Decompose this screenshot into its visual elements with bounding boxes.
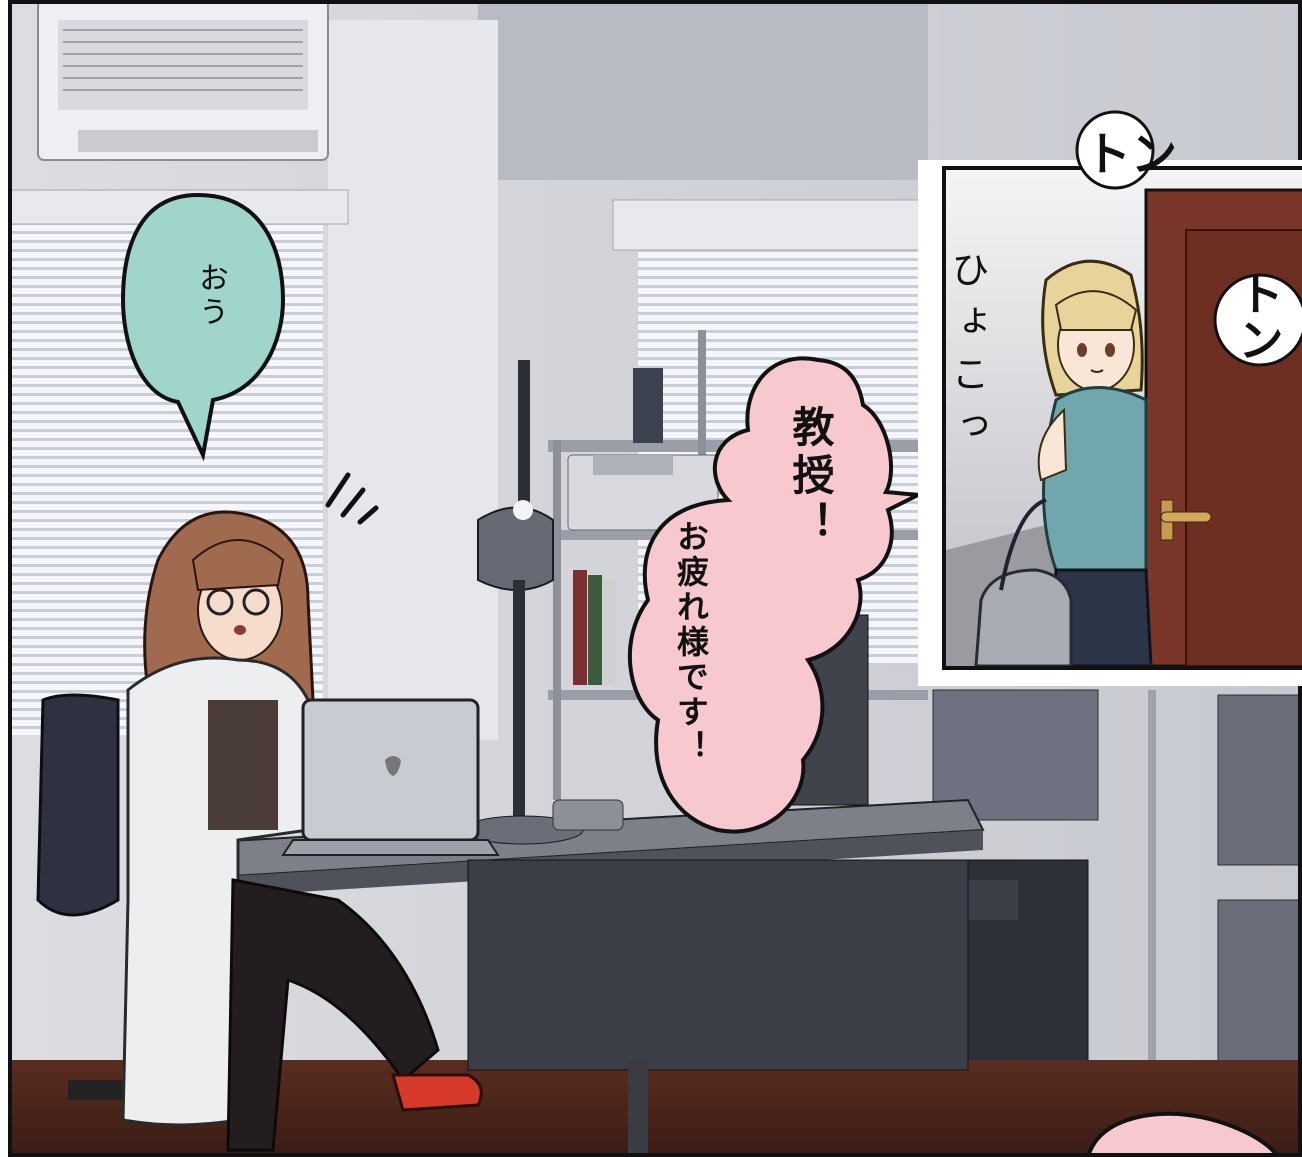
inset-panel — [918, 160, 1302, 686]
speech-bubble-teal — [120, 192, 286, 462]
binders — [573, 570, 615, 685]
inset-panel-frame — [942, 166, 1302, 670]
speech-text-professor: 教授！ — [786, 405, 835, 549]
storage-cases — [932, 689, 1302, 1157]
inset-panel-art — [946, 170, 1302, 666]
speech-bubble-pink — [627, 356, 926, 834]
speech-bubble-pink-partial — [1085, 1111, 1281, 1157]
desk — [156, 798, 985, 1157]
speech-text-otsukaresama: お疲れ様です！ — [672, 520, 710, 765]
tote-bag — [974, 568, 1073, 666]
desk-phone — [552, 799, 624, 831]
door — [1144, 188, 1302, 666]
ceiling — [478, 0, 928, 180]
air-conditioner — [37, 0, 329, 161]
sfx-hyokko: ひょこっ — [945, 250, 989, 458]
door-handle — [1160, 511, 1212, 523]
window-shelf-right — [612, 199, 929, 251]
speech-text-oh: おう — [193, 262, 228, 330]
sfx-ton-badge-2 — [1213, 273, 1302, 367]
motion-lines — [325, 472, 379, 525]
pc-tower-vent — [968, 880, 1018, 920]
laptop — [281, 698, 500, 856]
sfx-ton-2: トン — [1231, 270, 1285, 362]
student-character — [974, 259, 1153, 666]
professor-character — [121, 510, 483, 1152]
binder-top — [633, 368, 663, 443]
sfx-ton-badge-1 — [1075, 110, 1155, 190]
pillar — [328, 20, 498, 740]
sfx-ton-1: トン — [1085, 127, 1177, 181]
